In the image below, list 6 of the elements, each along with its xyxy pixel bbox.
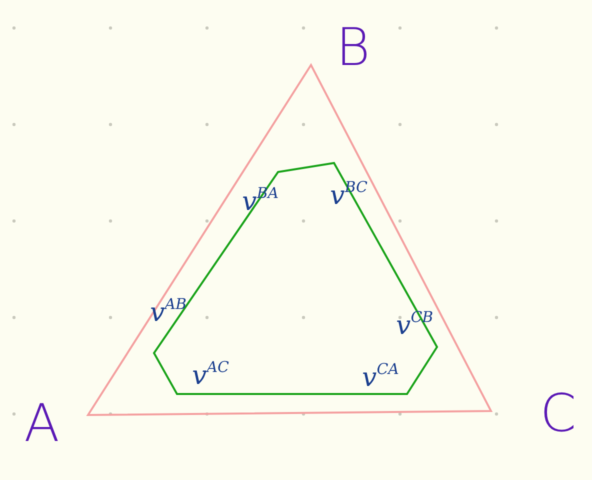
velocity-label: v$^{AC}$ bbox=[192, 360, 230, 389]
vertex-label: B bbox=[336, 22, 370, 74]
vertex-label: A bbox=[24, 398, 60, 450]
vertex-label: C bbox=[540, 388, 576, 440]
velocity-label: v$^{CA}$ bbox=[362, 362, 400, 391]
velocity-label: v$^{AB}$ bbox=[150, 297, 187, 326]
